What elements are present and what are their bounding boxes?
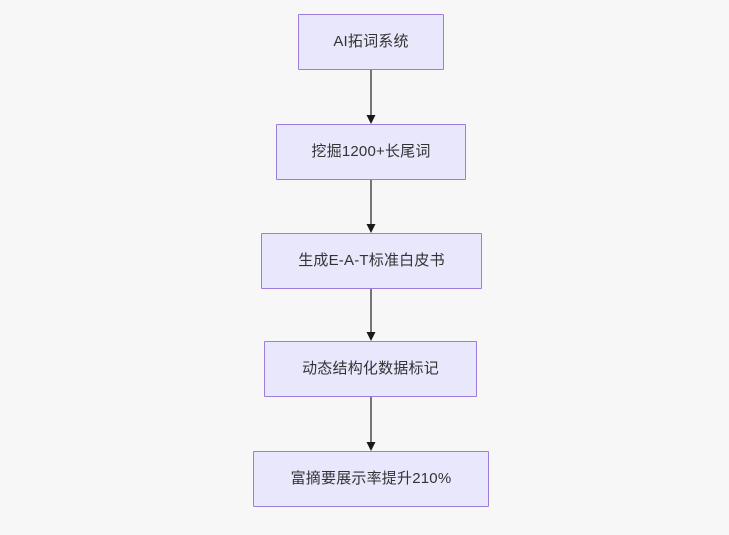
flow-node-dynamic-structured-data-markup[interactable]: 动态结构化数据标记 bbox=[264, 341, 477, 397]
flow-node-rich-snippet-impression-uplift[interactable]: 富摘要展示率提升210% bbox=[253, 451, 489, 507]
flow-node-label: 富摘要展示率提升210% bbox=[290, 470, 452, 487]
arrowhead-icon bbox=[366, 332, 376, 341]
flow-node-ai-keyword-system[interactable]: AI拓词系统 bbox=[298, 14, 444, 70]
arrowhead-icon bbox=[366, 115, 376, 124]
flow-node-label: 挖掘1200+长尾词 bbox=[311, 143, 431, 160]
flow-node-mine-longtail-keywords[interactable]: 挖掘1200+长尾词 bbox=[276, 124, 466, 180]
arrowhead-icon bbox=[366, 442, 376, 451]
flow-node-label: AI拓词系统 bbox=[333, 33, 409, 50]
flow-node-label: 动态结构化数据标记 bbox=[302, 360, 439, 377]
flow-node-label: 生成E-A-T标准白皮书 bbox=[298, 252, 445, 269]
arrowhead-icon bbox=[366, 224, 376, 233]
flow-node-generate-eat-whitepaper[interactable]: 生成E-A-T标准白皮书 bbox=[261, 233, 482, 289]
